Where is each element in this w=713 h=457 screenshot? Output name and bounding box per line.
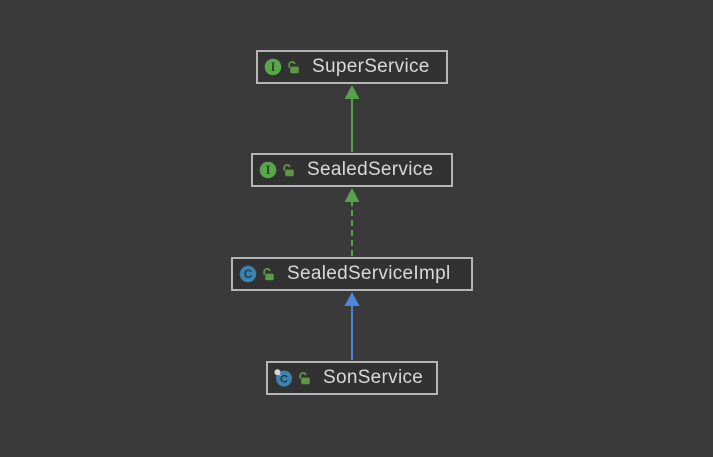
svg-text:C: C: [280, 374, 288, 386]
node-sonservice[interactable]: C SonService: [266, 361, 438, 395]
interface-icon: I: [259, 161, 277, 179]
open-lock-icon: [281, 163, 295, 177]
node-sealedservice[interactable]: I SealedService: [251, 153, 453, 187]
edge-sonservice-to-sealedserviceimpl: [344, 292, 360, 360]
node-label: SonService: [323, 367, 424, 388]
svg-text:I: I: [271, 60, 276, 74]
class-icon: C: [239, 265, 257, 283]
open-lock-icon: [297, 371, 311, 385]
edge-sealedservice-to-superservice: [344, 85, 360, 152]
open-lock-icon: [286, 60, 300, 74]
node-label: SealedServiceImpl: [287, 263, 451, 284]
final-class-icon: C: [274, 369, 293, 387]
svg-text:C: C: [244, 269, 252, 281]
node-sealedserviceimpl[interactable]: C SealedServiceImpl: [231, 257, 473, 291]
edge-sealedserviceimpl-to-sealedservice: [344, 188, 360, 256]
node-label: SuperService: [312, 56, 430, 77]
interface-icon: I: [264, 58, 282, 76]
open-lock-icon: [261, 267, 275, 281]
node-superservice[interactable]: I SuperService: [256, 50, 448, 84]
svg-text:I: I: [266, 163, 271, 177]
node-label: SealedService: [307, 159, 434, 180]
